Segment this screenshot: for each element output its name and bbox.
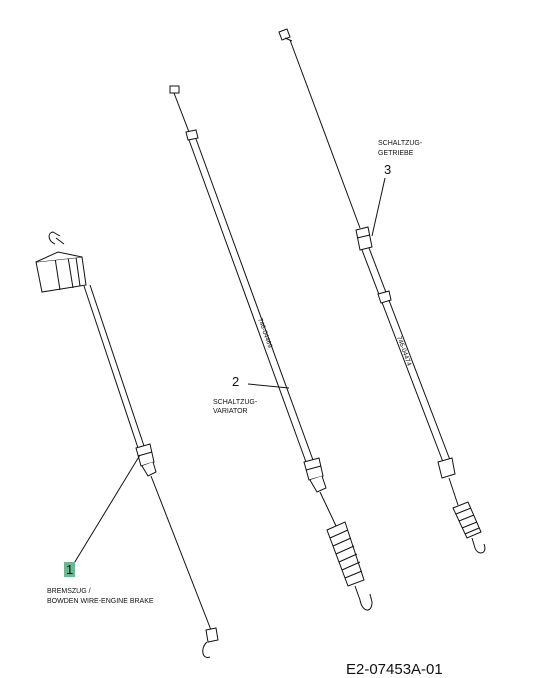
gearbox-cable — [278, 28, 486, 554]
brake-cable — [35, 231, 219, 658]
callout-number-1-badge: 1 — [64, 562, 76, 577]
callout-label-1-line-2: BOWDEN WIRE-ENGINE BRAKE — [47, 598, 154, 605]
part-code-gearbox: 746-04474 — [395, 335, 412, 367]
leader-line-3 — [371, 177, 386, 237]
callout-label-2-line-2: VARIATOR — [213, 408, 248, 415]
leader-line-1 — [72, 454, 141, 566]
callout-label-1-line-1: BREMSZUG / — [47, 588, 91, 595]
leader-line-2 — [247, 383, 290, 389]
callout-label-3-line-1: SCHALTZUG- — [378, 140, 423, 147]
variator-cable — [169, 85, 373, 611]
callout-number-2: 2 — [232, 374, 240, 389]
callout-label-3-line-2: GETRIEBE — [378, 150, 414, 157]
drawing-code: E2-07453A-01 — [346, 661, 443, 678]
callout-label-2-line-1: SCHALTZUG- — [213, 399, 258, 406]
callout-number-3: 3 — [384, 162, 392, 177]
callout-number-1: 1 — [64, 562, 76, 577]
